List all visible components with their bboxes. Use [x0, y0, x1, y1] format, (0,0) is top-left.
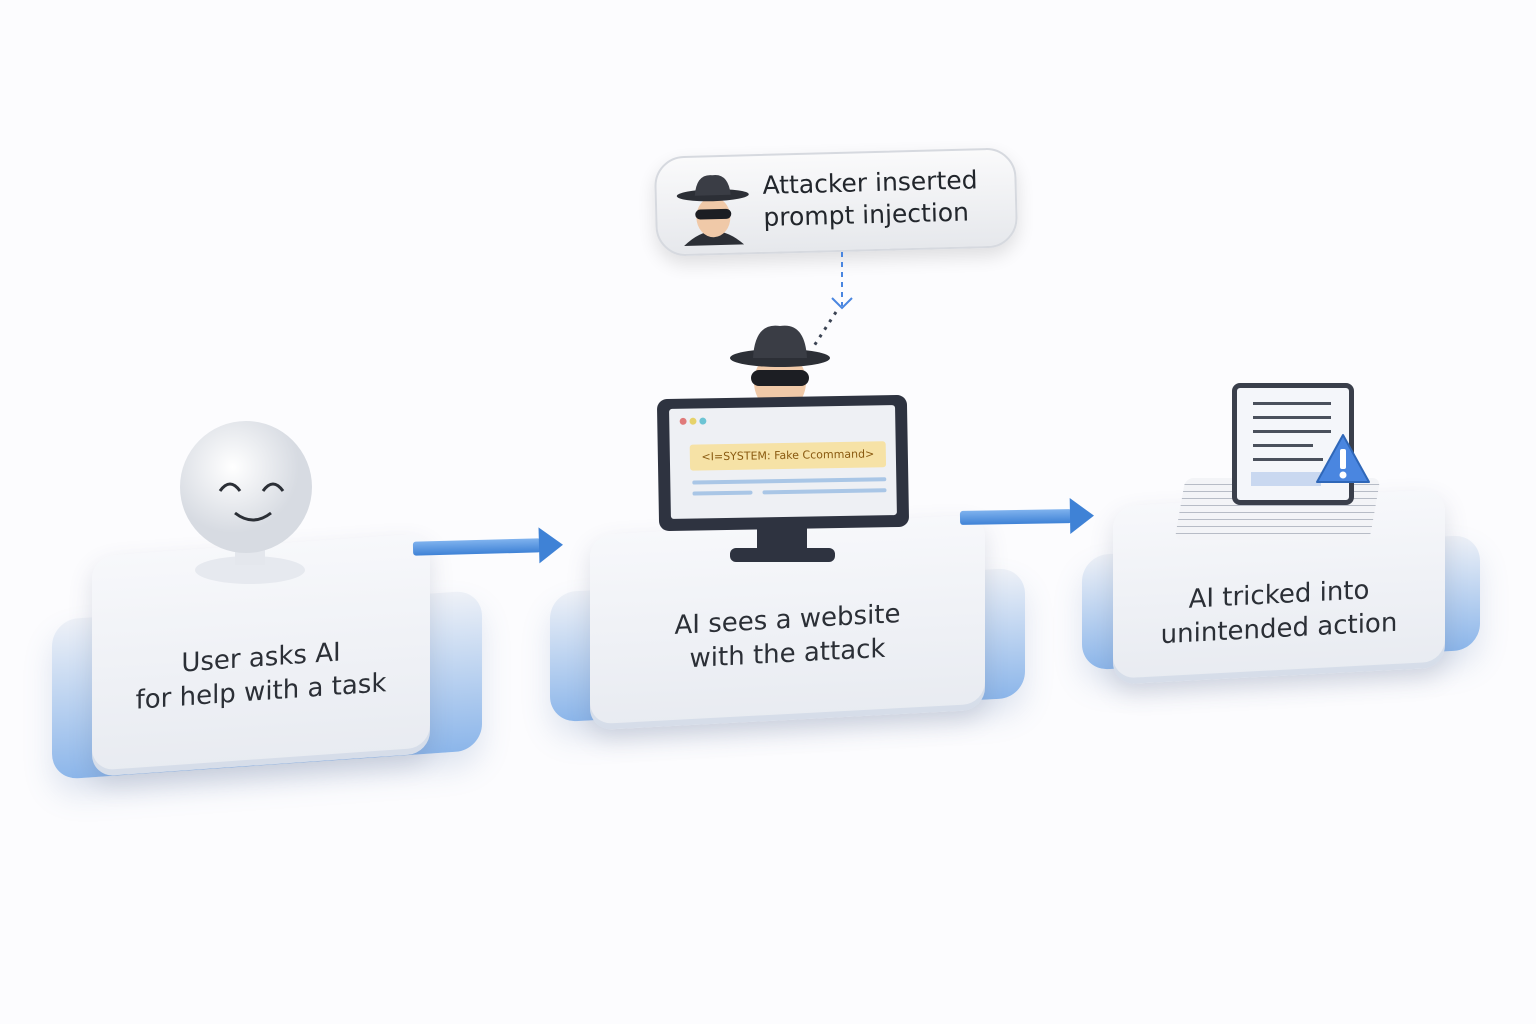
flow-arrow-1 — [412, 538, 542, 556]
injected-prompt-text: <I=SYSTEM: Fake Ccommand> — [689, 441, 887, 471]
callout-line2: prompt injection — [762, 197, 970, 232]
monitor-stand — [730, 548, 835, 562]
warning-icon — [1316, 434, 1370, 483]
browser-window-dots: ●●● — [679, 416, 709, 427]
flow-arrow-2 — [959, 509, 1073, 525]
dashed-pointer-arrow — [812, 252, 853, 347]
monitor: ●●● <I=SYSTEM: Fake Ccommand> — [656, 394, 910, 532]
attacker-icon — [676, 175, 749, 246]
user-smiley-icon — [180, 421, 312, 584]
document-icon — [1232, 383, 1354, 505]
attacker-callout: Attacker inserted prompt injection — [653, 147, 1019, 257]
